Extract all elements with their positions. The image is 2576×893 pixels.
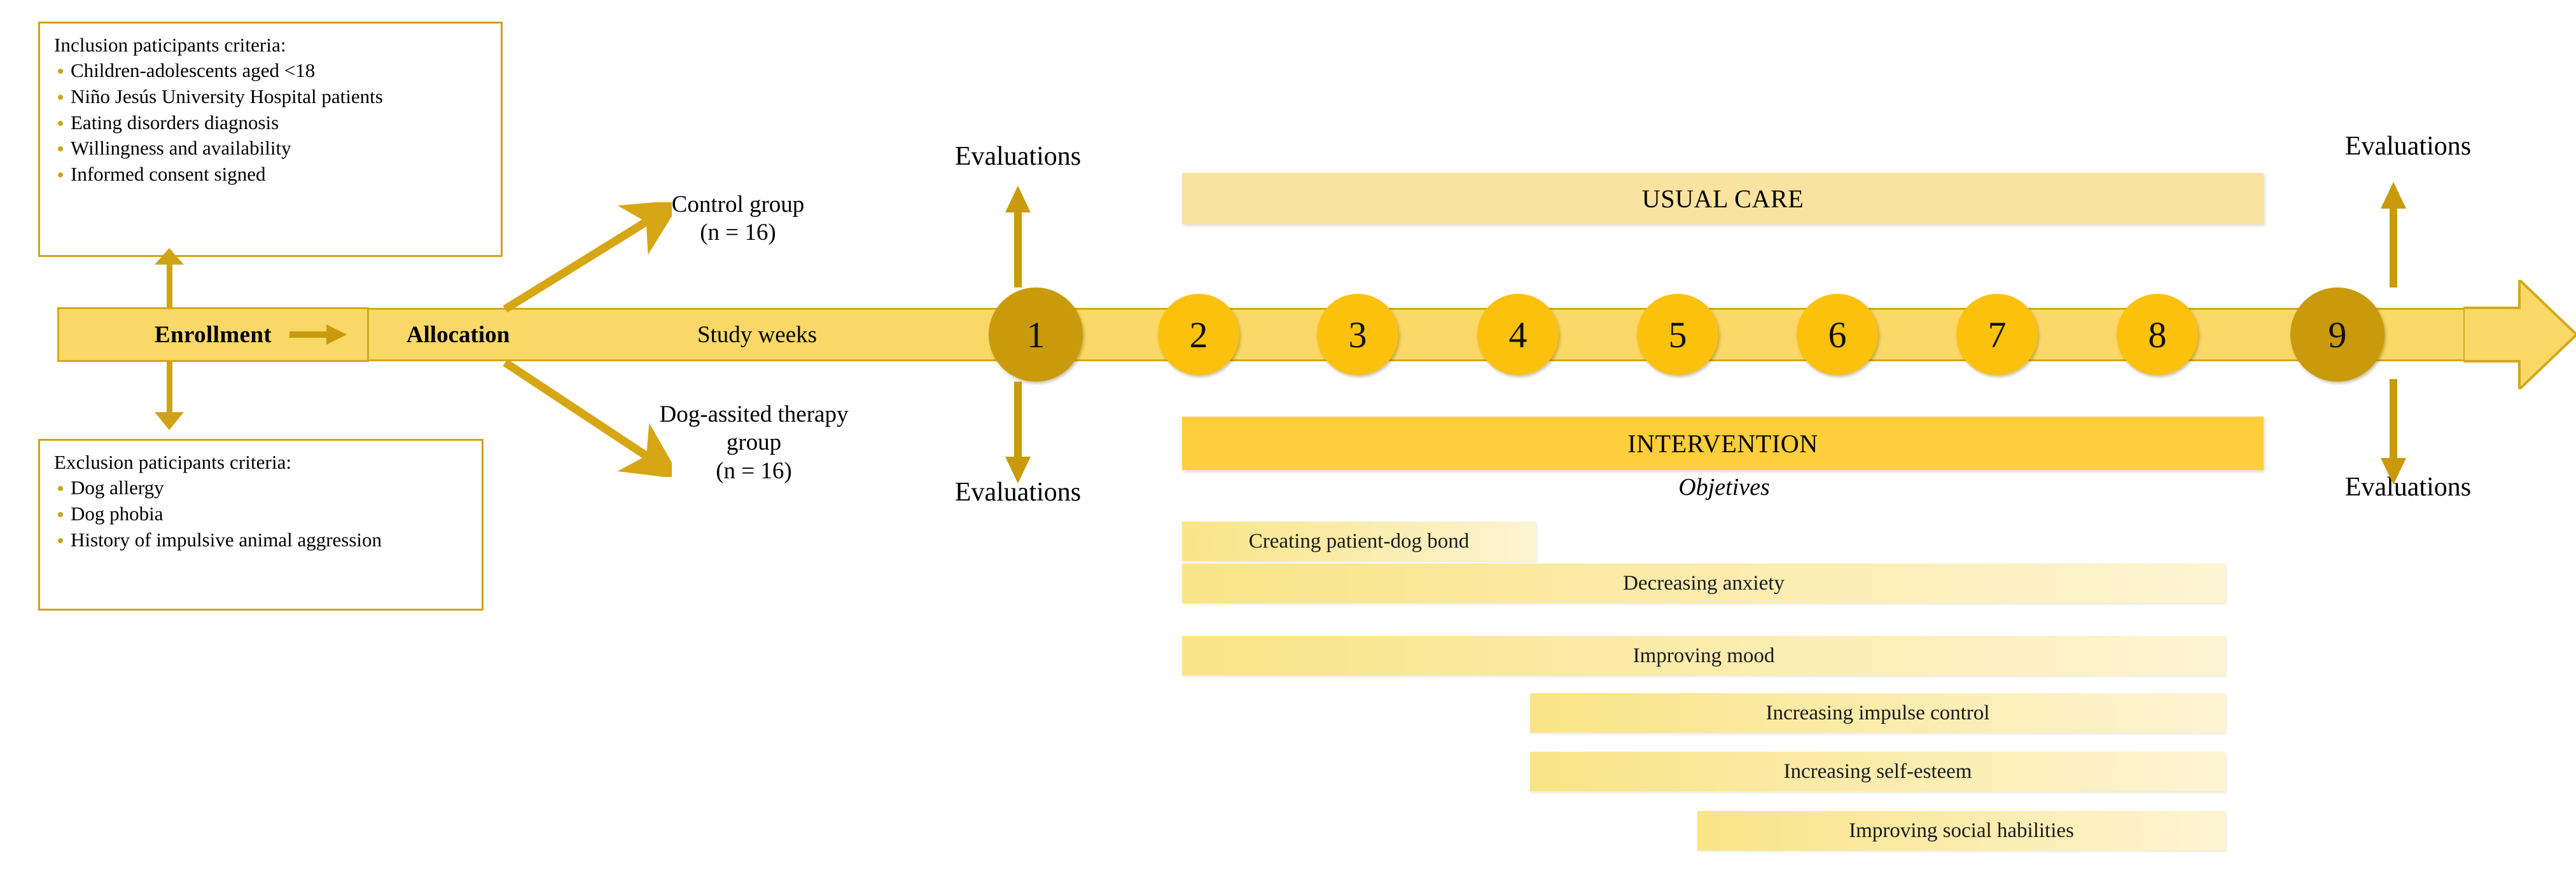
objective-bar: Creating patient-dog bond bbox=[1182, 522, 1536, 561]
week-circle-4[interactable]: 4 bbox=[1477, 294, 1559, 375]
allocation-to-control-arrow-icon bbox=[503, 202, 672, 313]
week-circle-3[interactable]: 3 bbox=[1317, 294, 1398, 375]
evaluations-label-week1-top: Evaluations bbox=[954, 142, 1082, 171]
inclusion-connector-arrowhead bbox=[155, 248, 184, 265]
week-circle-1[interactable]: 1 bbox=[989, 287, 1083, 382]
exclusion-connector-arrowhead bbox=[155, 412, 184, 430]
objective-label: Decreasing anxiety bbox=[1623, 571, 1785, 595]
inclusion-criteria-item: Children-adolescents aged <18 bbox=[54, 58, 488, 84]
week-circle-label: 2 bbox=[1189, 314, 1208, 356]
week-circle-label: 1 bbox=[1026, 314, 1045, 356]
evaluations-arrow-week9-up-icon bbox=[2381, 182, 2406, 287]
week-circle-label: 3 bbox=[1348, 314, 1367, 356]
evaluations-label-week9-bottom: Evaluations bbox=[2344, 473, 2472, 502]
objective-bar: Increasing impulse control bbox=[1530, 693, 2225, 733]
objective-label: Improving social habilities bbox=[1849, 819, 2074, 842]
exclusion-criteria-item: Dog allergy bbox=[54, 475, 469, 501]
week-circle-label: 5 bbox=[1668, 314, 1687, 356]
enrollment-to-exclusion-connector bbox=[167, 360, 172, 413]
timeline-shaft bbox=[57, 308, 2468, 361]
objective-label: Increasing impulse control bbox=[1765, 701, 1990, 724]
control-group-name: Control group bbox=[671, 191, 805, 218]
objectives-caption: Objetives bbox=[1678, 474, 1770, 501]
objective-label: Improving mood bbox=[1633, 644, 1775, 667]
inclusion-criteria-box: Inclusion paticipants criteria: Children… bbox=[38, 22, 503, 257]
week-circle-2[interactable]: 2 bbox=[1158, 294, 1239, 375]
week-circle-label: 7 bbox=[1988, 314, 2007, 356]
allocation-label: Allocation bbox=[406, 321, 510, 348]
enrollment-label: Enrollment bbox=[154, 321, 272, 348]
control-group-n: (n = 16) bbox=[700, 219, 776, 246]
objective-label: Increasing self-esteem bbox=[1783, 759, 1972, 783]
week-circle-label: 8 bbox=[2148, 314, 2167, 356]
objective-bar: Decreasing anxiety bbox=[1182, 564, 2225, 603]
week-circle-7[interactable]: 7 bbox=[1956, 294, 2038, 375]
dog-group-name-line2: group bbox=[726, 429, 782, 456]
inclusion-criteria-item: Informed consent signed bbox=[54, 162, 488, 188]
enrollment-to-inclusion-connector bbox=[167, 257, 172, 309]
objective-bar: Improving mood bbox=[1182, 636, 2225, 675]
intervention-label: INTERVENTION bbox=[1627, 429, 1818, 458]
week-circle-label: 4 bbox=[1508, 314, 1528, 356]
week-circle-5[interactable]: 5 bbox=[1637, 294, 1718, 375]
week-circle-8[interactable]: 8 bbox=[2117, 294, 2198, 375]
week-circle-6[interactable]: 6 bbox=[1797, 294, 1878, 375]
study-weeks-label: Study weeks bbox=[697, 321, 818, 348]
exclusion-criteria-item: Dog phobia bbox=[54, 501, 469, 527]
week-circle-label: 6 bbox=[1828, 314, 1847, 356]
dog-group-n: (n = 16) bbox=[716, 457, 792, 484]
dog-group-name-line1: Dog-assited therapy bbox=[659, 401, 849, 427]
inclusion-criteria-item: Niño Jesús University Hospital patients bbox=[54, 84, 488, 110]
allocation-to-intervention-arrow-icon bbox=[503, 359, 672, 477]
intervention-bar: INTERVENTION bbox=[1182, 417, 2264, 470]
evaluations-label-week9-top: Evaluations bbox=[2344, 132, 2472, 161]
inclusion-criteria-item: Eating disorders diagnosis bbox=[54, 110, 488, 136]
objective-bar: Increasing self-esteem bbox=[1530, 752, 2225, 791]
exclusion-criteria-title: Exclusion paticipants criteria: bbox=[54, 451, 292, 473]
control-group-label: Control group (n = 16) bbox=[611, 191, 865, 247]
objective-label: Creating patient-dog bond bbox=[1248, 529, 1470, 553]
inclusion-criteria-item: Willingness and availability bbox=[54, 135, 488, 162]
exclusion-criteria-item: History of impulsive animal aggression bbox=[54, 527, 469, 553]
objective-bar: Improving social habilities bbox=[1697, 811, 2225, 850]
enrollment-to-allocation-arrow-icon bbox=[289, 324, 347, 345]
exclusion-criteria-box: Exclusion paticipants criteria: Dog alle… bbox=[38, 439, 484, 611]
dog-assisted-therapy-group-label: Dog-assited therapy group (n = 16) bbox=[595, 401, 913, 485]
usual-care-bar: USUAL CARE bbox=[1182, 173, 2264, 224]
evaluations-arrow-week9-down-icon bbox=[2381, 379, 2406, 485]
usual-care-label: USUAL CARE bbox=[1641, 184, 1804, 213]
inclusion-criteria-title: Inclusion paticipants criteria: bbox=[54, 34, 286, 56]
week-circle-9[interactable]: 9 bbox=[2290, 287, 2385, 382]
evaluations-arrow-week1-down-icon bbox=[1005, 382, 1031, 483]
evaluations-arrow-week1-up-icon bbox=[1005, 186, 1031, 287]
week-circle-label: 9 bbox=[2328, 314, 2347, 356]
